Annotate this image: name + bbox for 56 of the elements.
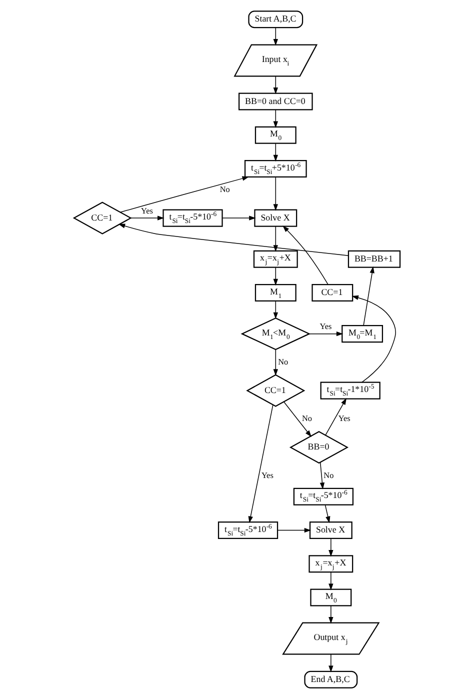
arrow [363, 266, 374, 326]
edge-label: No [302, 414, 312, 424]
arrow [284, 402, 312, 438]
node-box: Solve X [309, 521, 352, 540]
node-box: t$_{Si}$=t$_{Si}$+5*10$^{-6}$ [244, 160, 307, 178]
edge-label: Yes [261, 470, 274, 480]
node-box: BB=0 and CC=0 [238, 92, 313, 110]
arrow [118, 224, 349, 256]
arrow [120, 176, 250, 213]
node-diamond: M$_{1}$<M$_{0}$ [240, 318, 311, 350]
arrow [328, 572, 334, 590]
arrow [273, 300, 278, 320]
node-diamond: CC=1 [246, 374, 306, 407]
node-box: t$_{Si}$=t$_{Si}$-5*10$^{-6}$ [162, 209, 223, 227]
edge-label: No [278, 357, 288, 366]
edge-label: Yes [320, 322, 332, 332]
edge-label: No [220, 184, 230, 194]
arrow [273, 143, 278, 162]
arrow [325, 398, 347, 436]
arrow [320, 462, 325, 490]
arrow [352, 295, 396, 383]
node-box: Start A,B,C [248, 10, 304, 28]
node-box: t$_{Si}$=t$_{Si}$-1*10$^{-5}$ [320, 382, 380, 400]
node-box: x$_{j}$=x$_{j}$+X [253, 250, 298, 268]
node-diamond: CC=1 [72, 202, 132, 234]
node-box: M$_{1}$ [254, 284, 296, 302]
node-box: M$_{0}$ [310, 588, 352, 606]
node-box: t$_{Si}$=t$_{Si}$-5*10$^{-6}$ [218, 521, 278, 540]
arrow [273, 176, 278, 211]
arrow [273, 226, 278, 252]
arrow [328, 538, 334, 557]
node-box: x$_{j}$=x$_{j}$+X [308, 555, 354, 573]
arrow [222, 216, 256, 220]
node-box: t$_{Si}$=t$_{Si}$-5*10$^{-6}$ [293, 488, 354, 506]
arrow [328, 605, 334, 624]
node-box: BB=BB+1 [348, 250, 401, 268]
arrow [273, 27, 278, 46]
arrow [273, 110, 278, 128]
node-box: CC=1 [312, 284, 354, 302]
arrow [309, 331, 344, 336]
edge-label: Yes [338, 414, 350, 424]
arrow [282, 226, 328, 285]
arrow [130, 216, 164, 220]
node-box: M$_{0}$=M$_{1}$ [342, 325, 384, 343]
edge-label: Yes [141, 206, 153, 216]
edge-label: No [324, 470, 334, 480]
node-box: M$_{0}$ [254, 126, 296, 144]
arrow [277, 528, 312, 533]
arrow [273, 76, 278, 94]
arrow [328, 654, 334, 672]
node-box: Solve X [254, 209, 298, 227]
arrow [324, 504, 330, 524]
node-box: End A,B,C [304, 670, 358, 688]
arrow [273, 267, 278, 286]
arrow [248, 404, 274, 524]
arrow [273, 349, 278, 376]
